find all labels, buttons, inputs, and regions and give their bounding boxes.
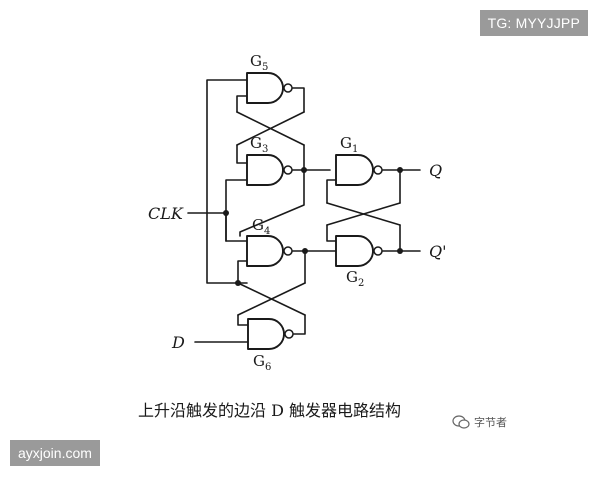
label-g6: G6 [253, 352, 271, 373]
wire-clk-to-g4 [225, 212, 248, 242]
junction-qbar [397, 248, 403, 254]
junction-lower [235, 280, 241, 286]
wires [187, 79, 421, 343]
nand-gate-g5 [246, 72, 293, 104]
watermark-top-badge: TG: MYYJJPP [479, 10, 588, 36]
label-g2: G2 [346, 268, 364, 289]
label-g1: G1 [340, 134, 358, 155]
wire-g5-clk-loop [206, 79, 248, 284]
figure-caption: 上升沿触发的边沿 D 触发器电路结构 [138, 401, 402, 420]
junction-g4-out [302, 248, 308, 254]
wire-cross-upper-b [236, 111, 305, 146]
nand-gate-g6 [247, 318, 294, 350]
nand-gate-g2 [335, 235, 383, 267]
nand-gate-g4 [246, 235, 293, 267]
label-g4: G4 [252, 216, 270, 237]
wire-cross-lower-b [237, 282, 306, 316]
gate-labels: G5 G3 G1 G4 G2 G6 [250, 52, 364, 373]
source-mark-text: 字节者 [474, 416, 507, 429]
wire-g6-in1 [237, 314, 249, 326]
chat-bubble-icon [452, 415, 470, 429]
label-d: D [171, 333, 185, 352]
wire-cross-out-b [326, 202, 401, 226]
label-q-bar: Q' [429, 242, 447, 261]
wire-g2-in1 [326, 224, 337, 242]
label-clk: CLK [148, 204, 184, 223]
label-g5: G5 [250, 52, 268, 73]
label-q: Q [429, 161, 442, 180]
junction-clk [223, 210, 229, 216]
junction-q [397, 167, 403, 173]
nand-gate-g3 [246, 154, 293, 186]
watermark-bottom-badge: ayxjoin.com [10, 440, 100, 466]
wire-g1-in2 [326, 179, 337, 204]
wire-g4-in3 [237, 260, 248, 284]
signal-labels: CLK D Q Q' [148, 161, 447, 352]
wire-g3-clk [225, 179, 248, 242]
nand-gate-g1 [335, 154, 383, 186]
junctions [223, 167, 403, 286]
wire-g5-out [291, 87, 305, 113]
wire-g5-in2 [236, 95, 248, 113]
label-g3: G3 [250, 134, 268, 155]
source-watermark: 字节者 [452, 414, 507, 430]
wire-g6-out [292, 314, 306, 335]
wire-g3-in1 [236, 144, 248, 164]
junction-g3-out [301, 167, 307, 173]
wire-g3-down [239, 169, 305, 237]
